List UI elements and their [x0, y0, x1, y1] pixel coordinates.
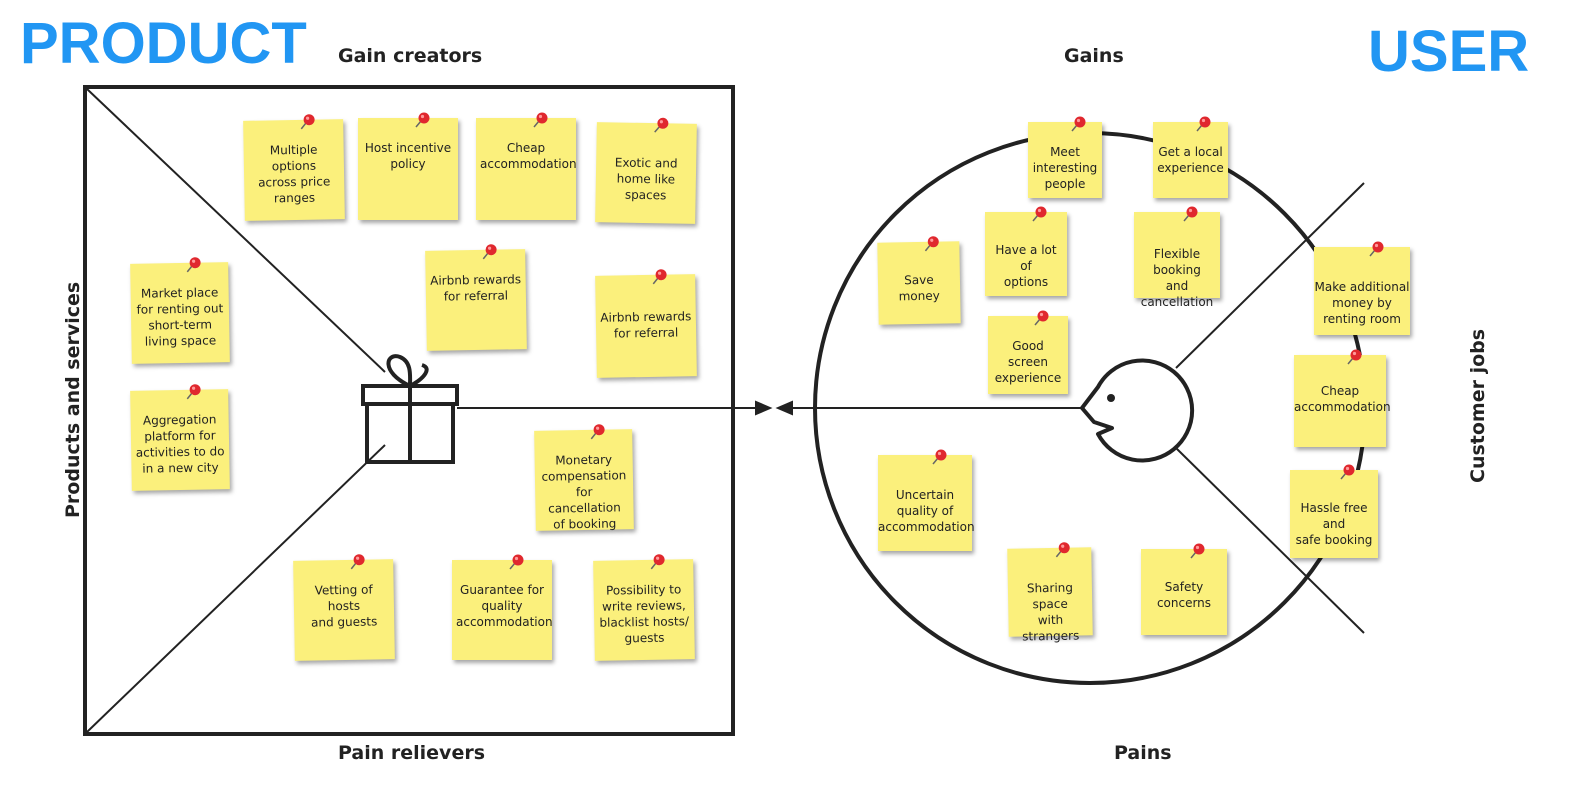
square-diagonal-bottom	[86, 444, 386, 733]
pin-icon	[650, 268, 668, 286]
note-gain-creator[interactable]: Cheap accommodation	[476, 112, 577, 220]
pain-relievers-label: Pain relievers	[338, 742, 486, 764]
pin-icon	[1030, 205, 1048, 223]
note-product-service[interactable]: Aggregation platform for activities to d…	[130, 384, 230, 491]
pin-icon	[1032, 309, 1050, 327]
note-pain[interactable]: Sharing space with strangers	[1007, 542, 1093, 643]
note-pain[interactable]: Uncertain quality of accommodation	[878, 449, 975, 551]
pin-icon	[1053, 541, 1071, 559]
pin-icon	[413, 111, 431, 129]
note-product-service[interactable]: Market place for renting out short-term …	[130, 257, 230, 364]
pin-icon	[1367, 240, 1385, 258]
pin-icon	[930, 448, 948, 466]
arrow-left	[775, 400, 1082, 416]
face-icon	[1080, 358, 1195, 463]
pin-icon	[531, 111, 549, 129]
note-gain[interactable]: Good screen experience	[988, 310, 1068, 394]
note-pain[interactable]: Safety concerns	[1141, 543, 1227, 635]
gift-icon	[361, 354, 459, 464]
pin-icon	[648, 553, 666, 571]
note-gain-creator[interactable]: Airbnb rewards for referral	[595, 269, 697, 378]
pin-icon	[1345, 348, 1363, 366]
product-heading: PRODUCT	[20, 11, 307, 76]
note-customer-job[interactable]: Hassle free and safe booking	[1290, 464, 1378, 558]
note-gain-creator[interactable]: Multiple options across price ranges	[243, 114, 345, 221]
pin-icon	[298, 113, 316, 131]
pin-icon	[588, 423, 606, 441]
pin-icon	[922, 235, 940, 253]
pin-icon	[184, 383, 202, 401]
user-heading: USER	[1368, 19, 1530, 84]
note-pain-reliever[interactable]: Vetting of hosts and guests	[293, 554, 395, 661]
pains-label: Pains	[1114, 742, 1172, 764]
note-pain-reliever[interactable]: Guarantee for quality accommodation	[452, 554, 553, 660]
pin-icon	[1194, 115, 1212, 133]
pin-icon	[480, 243, 498, 261]
circle-line-upper	[1175, 182, 1365, 369]
pin-icon	[507, 553, 525, 571]
note-gain-creator[interactable]: Host incentive policy	[358, 112, 458, 220]
note-customer-job[interactable]: Make additional money by renting room	[1314, 241, 1410, 335]
pin-icon	[1188, 542, 1206, 560]
note-gain[interactable]: Save money	[877, 236, 961, 325]
pin-icon	[348, 553, 366, 571]
pin-icon	[1338, 463, 1356, 481]
gain-creators-label: Gain creators	[338, 45, 483, 67]
value-map-square	[83, 85, 735, 736]
pin-icon	[184, 256, 202, 274]
circle-line-lower	[1175, 447, 1365, 634]
note-customer-job[interactable]: Cheap accommodation	[1294, 349, 1391, 447]
note-gain[interactable]: Flexible booking and cancellation	[1134, 206, 1220, 309]
square-diagonal-top	[86, 88, 386, 373]
pin-icon	[652, 116, 670, 134]
note-pain-reliever[interactable]: Monetary compensation for cancellation o…	[534, 424, 634, 532]
note-gain[interactable]: Get a local experience	[1153, 116, 1228, 198]
note-gain-creator[interactable]: Airbnb rewards for referral	[425, 244, 527, 351]
note-gain[interactable]: Meet interesting people	[1028, 116, 1102, 198]
note-gain[interactable]: Have a lot of options	[985, 206, 1067, 296]
gains-label: Gains	[1064, 45, 1124, 67]
note-pain-reliever[interactable]: Possibility to write reviews, blacklist …	[593, 554, 695, 661]
pin-icon	[1069, 115, 1087, 133]
pin-icon	[1181, 205, 1199, 223]
note-gain-creator[interactable]: Exotic and home like spaces	[595, 117, 697, 224]
arrow-right	[457, 400, 773, 416]
